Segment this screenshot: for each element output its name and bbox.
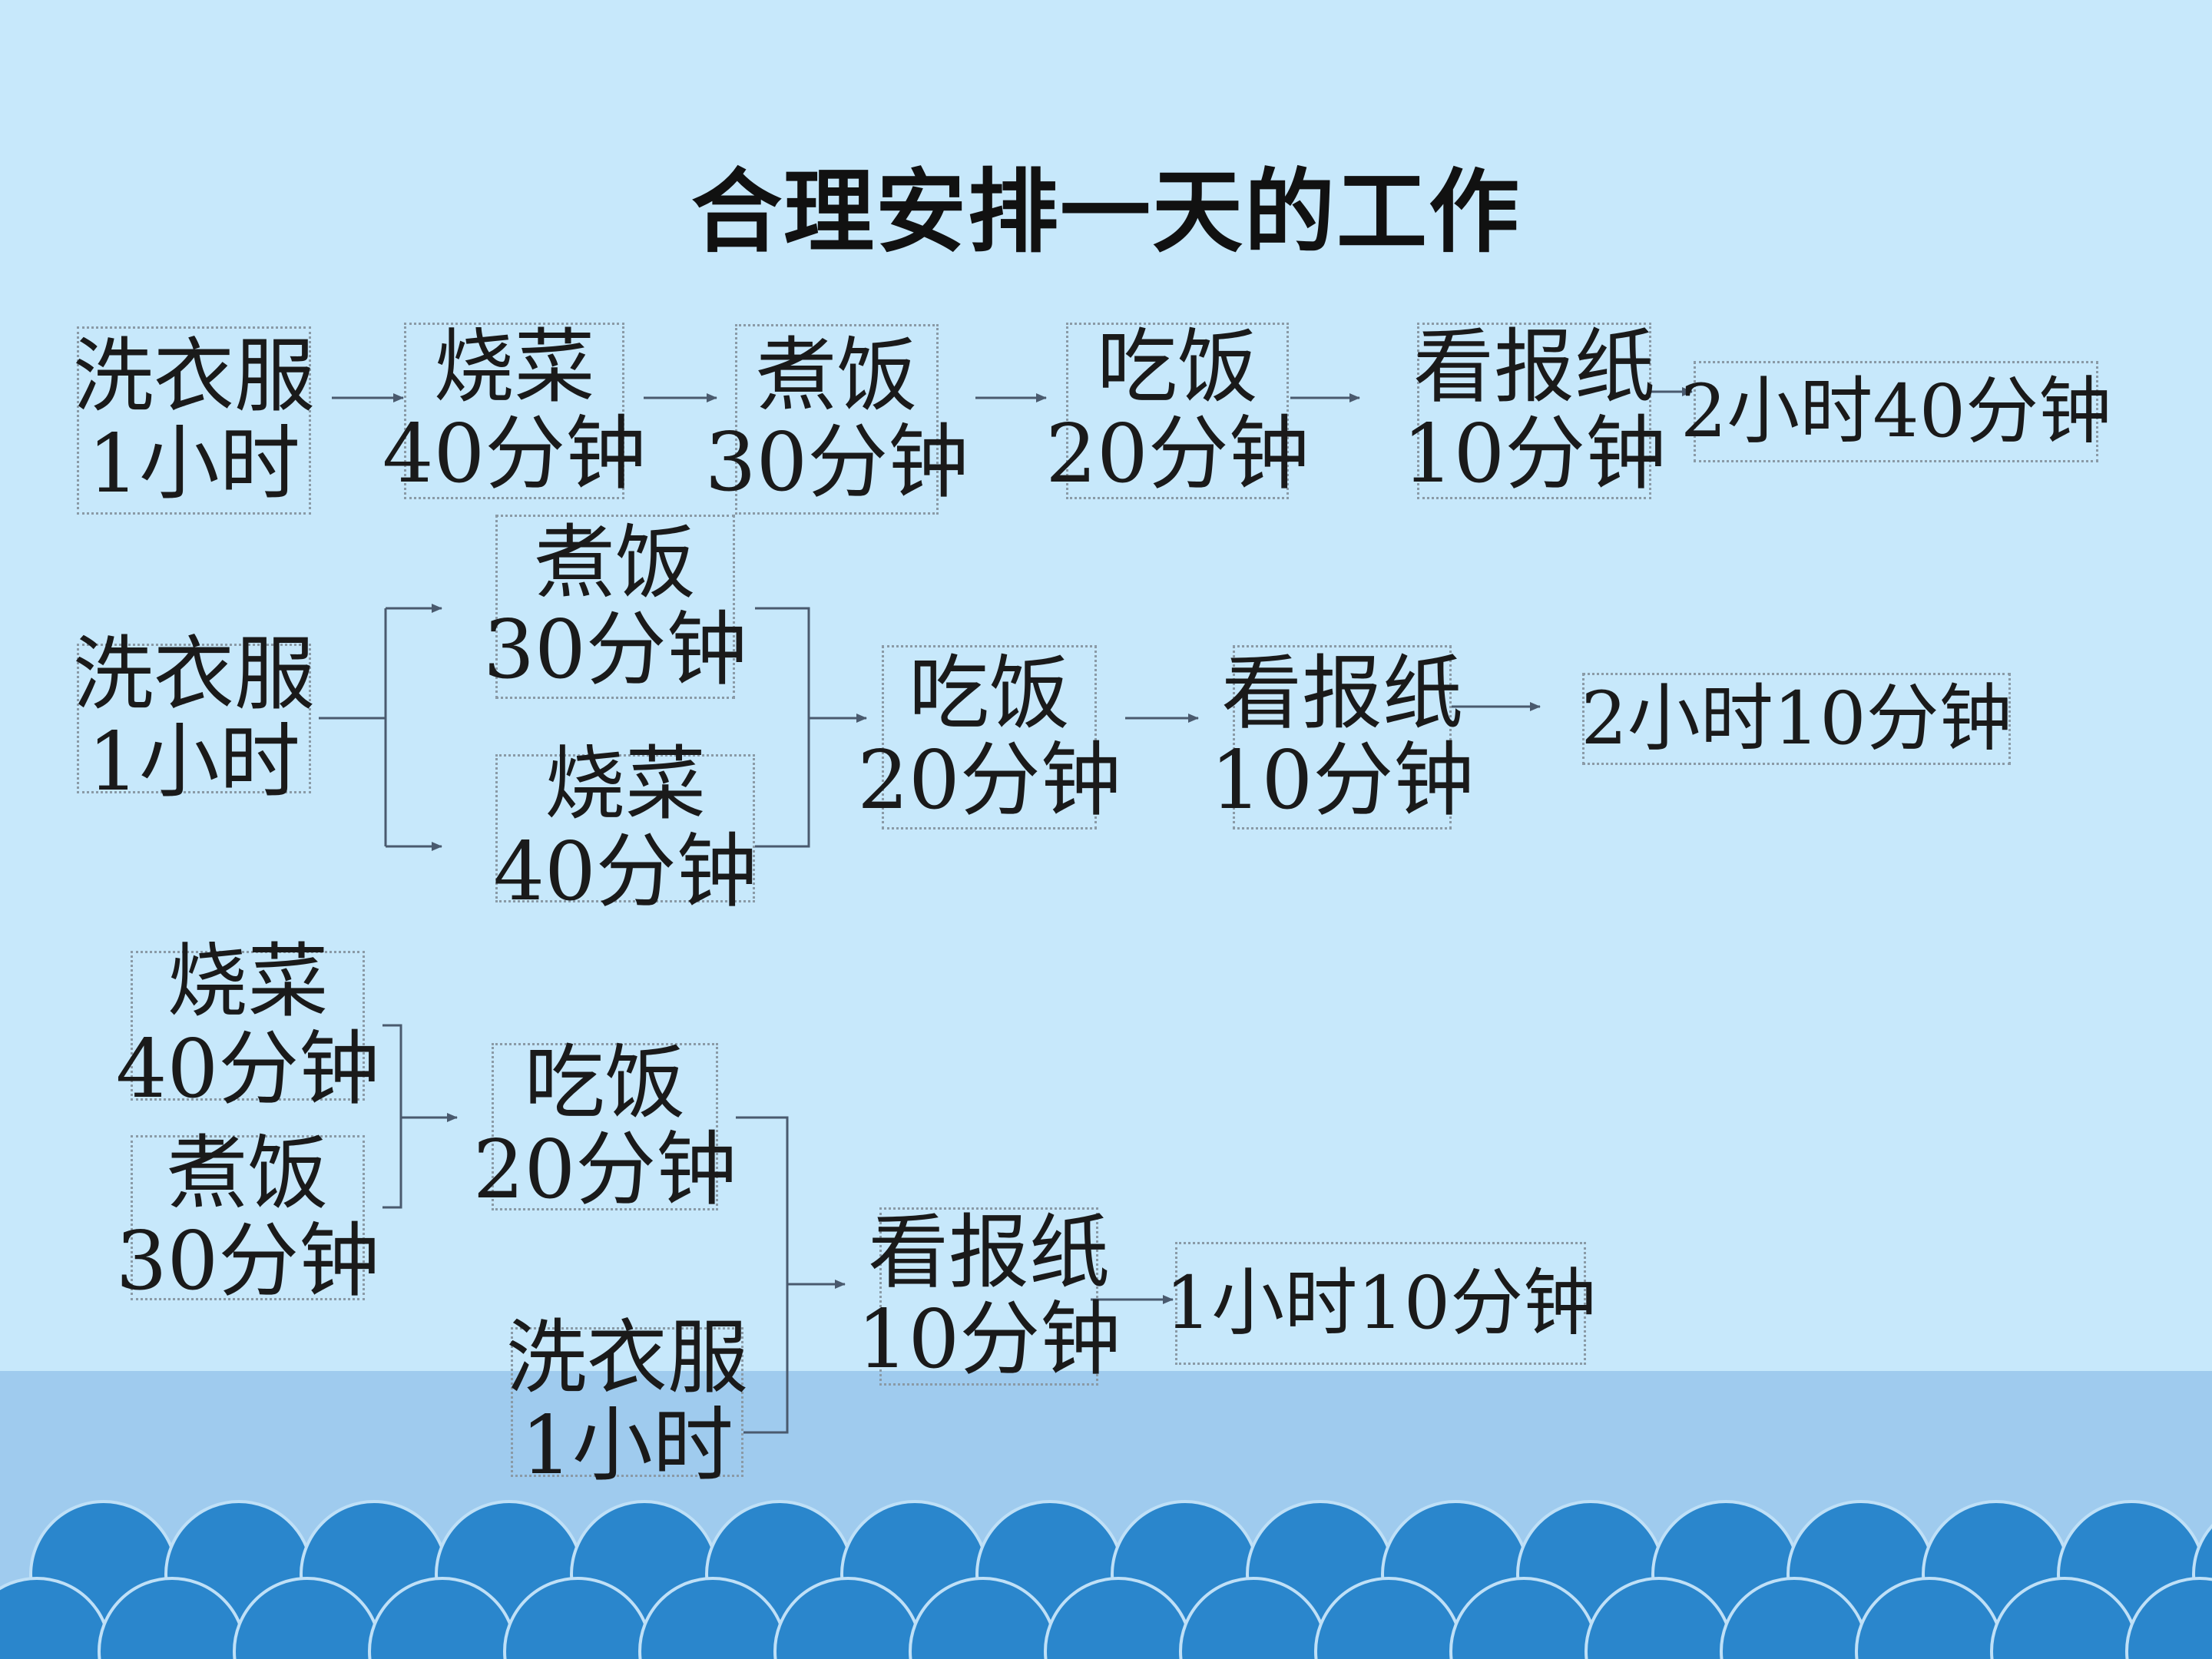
node-task: 煮饭 bbox=[534, 515, 696, 610]
node-task: 吃饭 bbox=[908, 646, 1070, 740]
node-r2-rice: 煮饭 30分钟 bbox=[483, 515, 747, 699]
node-time: 30分钟 bbox=[483, 603, 747, 697]
node-time: 40分钟 bbox=[493, 824, 757, 919]
node-task: 看报纸 bbox=[868, 1205, 1111, 1300]
total-r2: 2小时10分钟 bbox=[1581, 673, 2012, 765]
total-r3: 1小时10分钟 bbox=[1165, 1242, 1596, 1365]
node-r3-wash: 洗衣服 1小时 bbox=[506, 1314, 748, 1488]
node-time: 1小时 bbox=[88, 416, 300, 511]
node-time: 30分钟 bbox=[704, 416, 969, 509]
node-r2-eat: 吃饭 20分钟 bbox=[857, 645, 1121, 830]
node-time: 10分钟 bbox=[856, 1293, 1121, 1386]
node-time: 1小时 bbox=[88, 714, 300, 809]
node-task: 洗衣服 bbox=[73, 329, 316, 424]
node-task: 烧菜 bbox=[544, 737, 706, 832]
node-r2-wash: 洗衣服 1小时 bbox=[73, 631, 315, 805]
node-r3-cook: 烧菜 40分钟 bbox=[116, 938, 380, 1112]
total-text: 2小时40分钟 bbox=[1680, 369, 2112, 454]
node-r3-rice: 煮饭 30分钟 bbox=[116, 1130, 380, 1304]
connector-r3-join-left bbox=[382, 1024, 402, 1209]
node-time: 20分钟 bbox=[1045, 407, 1310, 501]
node-task: 吃饭 bbox=[1096, 320, 1258, 414]
total-text: 2小时10分钟 bbox=[1581, 676, 2012, 761]
node-time: 10分钟 bbox=[1210, 733, 1475, 827]
node-task: 洗衣服 bbox=[506, 1311, 749, 1406]
node-r1-cook: 烧菜 40分钟 bbox=[382, 320, 646, 499]
node-time: 20分钟 bbox=[857, 733, 1121, 827]
connector-r2-join bbox=[755, 607, 810, 848]
node-task: 看报纸 bbox=[1221, 646, 1464, 740]
node-time: 20分钟 bbox=[472, 1123, 737, 1217]
node-time: 40分钟 bbox=[115, 1022, 380, 1116]
node-r1-wash: 洗衣服 1小时 bbox=[73, 326, 315, 515]
node-task: 洗衣服 bbox=[73, 628, 316, 722]
node-r3-eat: 吃饭 20分钟 bbox=[473, 1035, 737, 1214]
node-r1-rice: 煮饭 30分钟 bbox=[705, 324, 969, 515]
node-time: 1小时 bbox=[521, 1398, 733, 1492]
node-time: 30分钟 bbox=[115, 1214, 380, 1308]
node-r1-paper: 看报纸 10分钟 bbox=[1402, 323, 1666, 499]
wave-scallop bbox=[2125, 1577, 2212, 1659]
node-task: 煮饭 bbox=[756, 328, 918, 422]
node-time: 10分钟 bbox=[1402, 407, 1667, 501]
node-r1-eat: 吃饭 20分钟 bbox=[1045, 320, 1310, 499]
node-r2-paper: 看报纸 10分钟 bbox=[1210, 645, 1474, 830]
node-task: 烧菜 bbox=[167, 935, 329, 1029]
node-task: 烧菜 bbox=[433, 320, 595, 414]
node-task: 吃饭 bbox=[524, 1035, 686, 1130]
node-r3-paper: 看报纸 10分钟 bbox=[857, 1207, 1121, 1386]
node-task: 煮饭 bbox=[167, 1127, 329, 1221]
connector-r3-join-right bbox=[736, 1116, 789, 1434]
total-text: 1小时10分钟 bbox=[1164, 1260, 1597, 1346]
page-title: 合理安排一天的工作 bbox=[690, 159, 1521, 265]
node-time: 40分钟 bbox=[382, 407, 647, 501]
node-task: 看报纸 bbox=[1413, 320, 1656, 414]
node-r2-cook: 烧菜 40分钟 bbox=[493, 740, 757, 915]
wave-decoration bbox=[0, 1500, 2212, 1659]
total-r1: 2小时40分钟 bbox=[1681, 361, 2111, 462]
